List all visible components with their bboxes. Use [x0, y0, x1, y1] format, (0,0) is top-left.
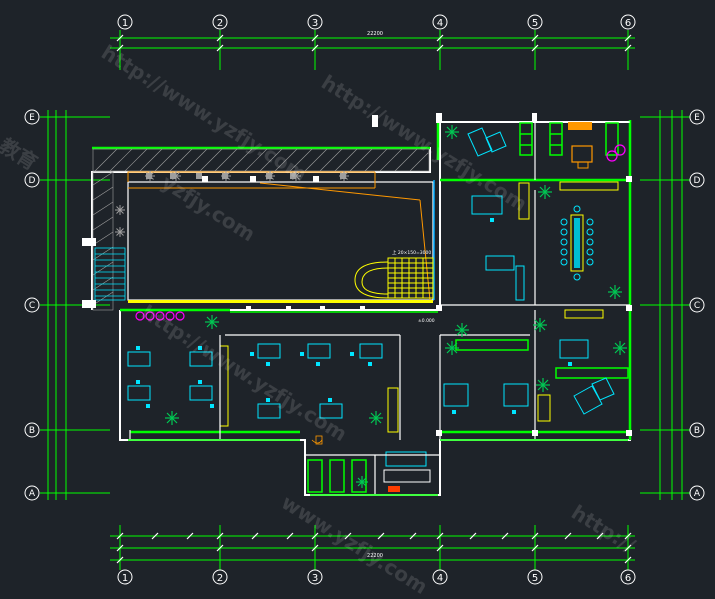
- left-door-white: [82, 238, 96, 246]
- level-mark: ±0.000: [418, 318, 435, 324]
- axis-bubbles-left: [24, 109, 40, 501]
- axis-label-bottom-1: 1: [122, 573, 128, 584]
- axis-bubbles-top: [117, 14, 636, 30]
- plants: [165, 125, 627, 488]
- axis-bubbles-bottom: [117, 569, 636, 585]
- right-dimension-lines: [640, 110, 690, 500]
- conference-table: [560, 205, 594, 281]
- magenta-seats: [135, 144, 626, 321]
- door-swings: [311, 435, 400, 492]
- axis-bubbles-right: [689, 109, 705, 501]
- manager-desk: [568, 122, 593, 169]
- axis-label-left-E: E: [29, 113, 35, 123]
- lower-partitions: [129, 334, 441, 495]
- axis-label-left-B: B: [29, 426, 35, 436]
- axis-label-right-E: E: [694, 113, 700, 123]
- axis-label-bottom-2: 2: [217, 573, 223, 584]
- column-markers: [246, 113, 632, 436]
- axis-label-right-D: D: [694, 176, 701, 186]
- axis-label-bottom-4: 4: [437, 573, 443, 584]
- angled-desks: [467, 127, 615, 415]
- bottom-dim-ticks: [116, 532, 632, 564]
- axis-label-left-C: C: [29, 301, 35, 311]
- main-staircase: [354, 257, 434, 299]
- axis-label-left-A: A: [29, 489, 36, 499]
- left-door-white-2: [82, 300, 96, 308]
- axis-label-top-3: 3: [312, 18, 318, 29]
- dim-top-total: 22200: [367, 31, 383, 37]
- axis-label-right-C: C: [694, 301, 700, 311]
- green-partitions: [307, 122, 629, 493]
- workstations: [127, 195, 589, 483]
- axis-label-right-B: B: [694, 426, 700, 436]
- axis-label-top-2: 2: [217, 18, 223, 29]
- axis-label-top-1: 1: [122, 18, 128, 29]
- axis-label-bottom-5: 5: [532, 573, 538, 584]
- axis-label-top-4: 4: [437, 18, 443, 29]
- top-dim-ticks: [116, 34, 632, 52]
- dim-bottom-total: 22200: [367, 553, 383, 559]
- axis-label-top-6: 6: [625, 18, 631, 29]
- hatched-corridor: [92, 148, 430, 311]
- axis-label-left-D: D: [29, 176, 36, 186]
- atrium-plants: [115, 171, 349, 237]
- green-floor-lines: [128, 311, 628, 496]
- top-dimension-lines: [110, 30, 635, 70]
- top-right-rooms: [440, 121, 630, 440]
- axis-label-bottom-6: 6: [625, 573, 631, 584]
- axis-label-top-5: 5: [532, 18, 538, 29]
- axis-label-right-A: A: [694, 489, 701, 499]
- left-staircase: [94, 247, 126, 301]
- axis-label-bottom-3: 3: [312, 573, 318, 584]
- office-chairs: [136, 218, 572, 414]
- stair-label: 上 20×150=3000: [392, 249, 431, 256]
- left-dimension-lines: [40, 110, 110, 500]
